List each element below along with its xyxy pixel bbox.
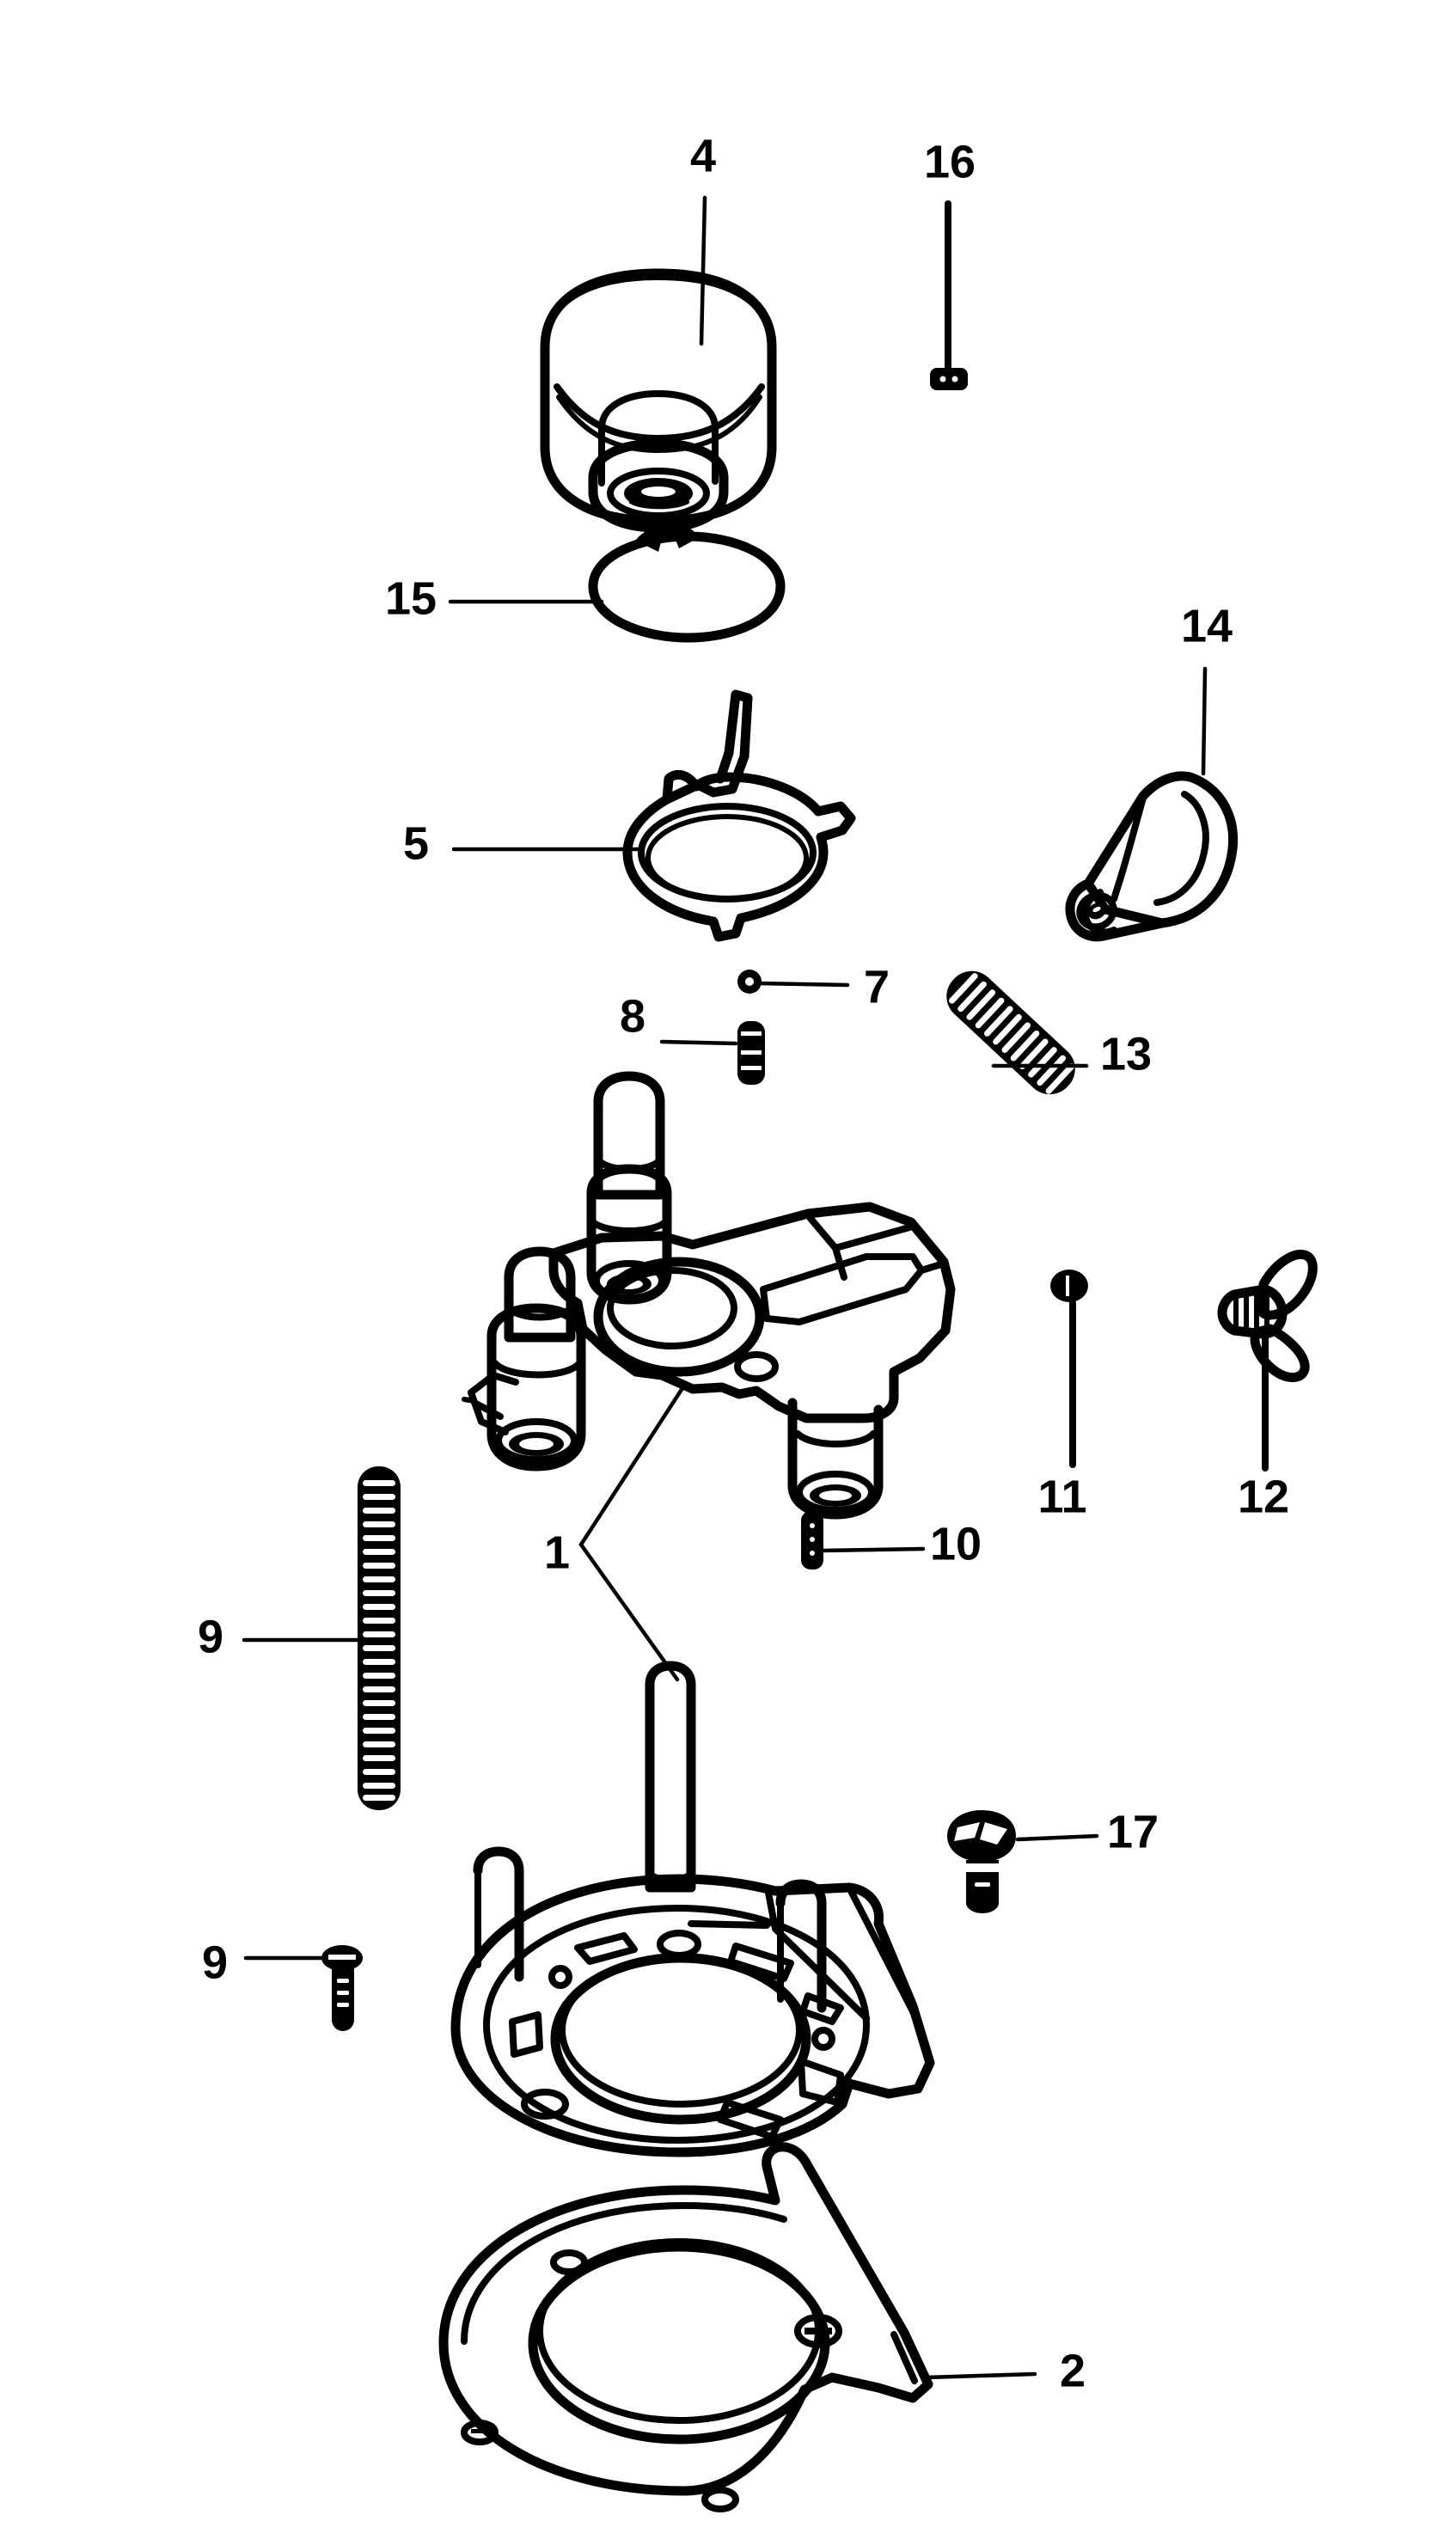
callout-2: 2 [1060,2345,1086,2396]
part-8-spring-long [358,1466,401,1810]
part-6-ball-detent [737,970,762,994]
part-9-screw-small [321,1945,363,2031]
part-5-retaining-plate [622,689,856,942]
part-2-gasket [438,2142,933,2512]
leader-line-7 [659,1039,738,1046]
callout-10: 10 [930,1518,982,1570]
callout-5: 5 [403,817,429,869]
part-15-snap-ring [588,526,786,643]
housing-base [450,1661,935,2157]
part-14-handle-knob [1065,771,1239,942]
part-16-pin-long [930,200,968,390]
part-12-wing-nut [1217,1249,1318,1472]
callout-8: 9 [198,1611,223,1662]
callout-17: 17 [1107,1806,1159,1857]
part-11-pin-plunger [1050,1270,1088,1468]
leader-line-1 [578,1383,687,1682]
part-4-cap-knob [540,268,777,533]
part-17-screw-slotted [947,1810,1016,1913]
part-1-valve-body [462,1071,956,1520]
leader-line-6 [757,981,850,988]
callout-4: 4 [690,130,716,181]
part-13-spring-diagonal [946,970,1075,1095]
part-7-pin-short [737,1021,765,1085]
callout-13: 13 [1100,1028,1152,1080]
callout-16: 16 [924,136,976,187]
leader-line-2 [924,2371,1037,2380]
callout-11: 11 [1037,1471,1086,1522]
callout-14: 14 [1181,600,1233,652]
leader-line-14 [1201,666,1208,776]
leader-line-10 [819,1546,926,1553]
callout-12: 12 [1238,1471,1289,1522]
callout-15: 15 [385,572,437,624]
part-10-pin-roll [801,1511,823,1570]
callout-6: 7 [864,961,890,1013]
callout-9: 9 [202,1937,228,1988]
callout-7: 8 [620,990,645,1042]
leader-line-4 [699,195,707,346]
callout-1: 1 [544,1527,570,1578]
leader-line-17 [1015,1833,1099,1842]
